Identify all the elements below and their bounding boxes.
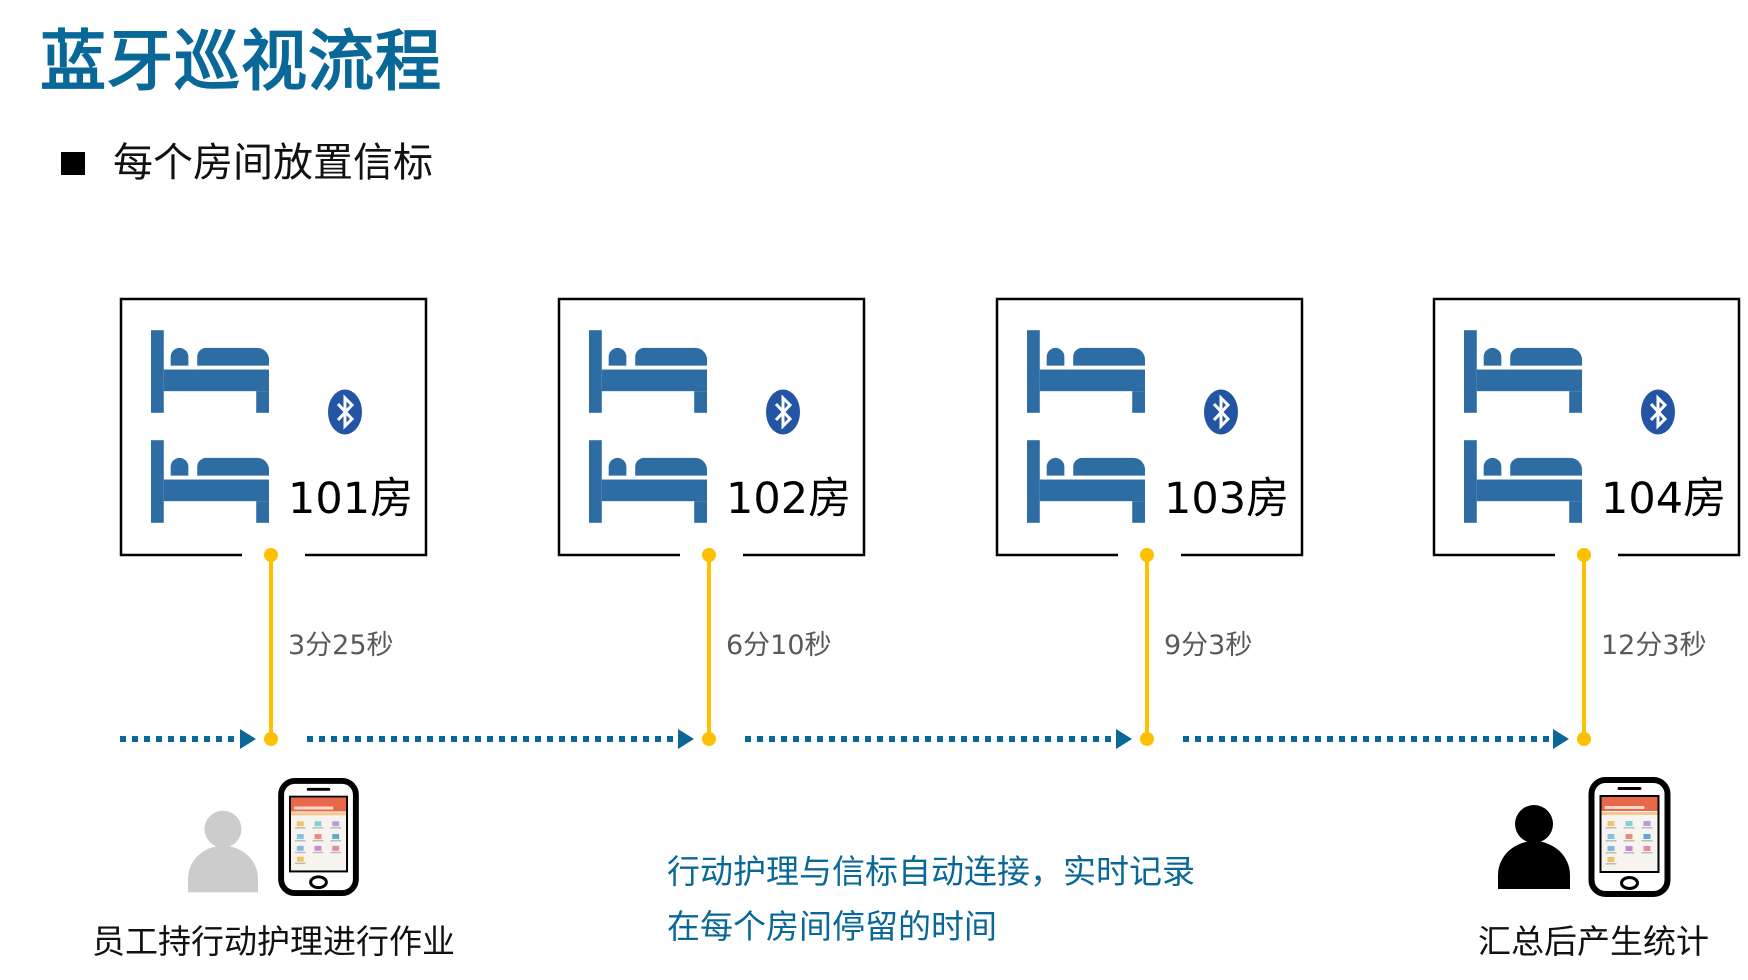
bed-icon — [589, 440, 707, 523]
room-box-3 — [995, 297, 1304, 746]
room-box-1 — [119, 297, 428, 746]
stay-time-label: 6分10秒 — [726, 630, 832, 661]
person-icon — [188, 810, 258, 893]
bed-icon — [1027, 440, 1145, 523]
admin-caption: 汇总后产生统计 — [1478, 922, 1709, 961]
stay-time-label: 3分25秒 — [288, 630, 394, 661]
timeline-dot-bottom — [264, 732, 278, 746]
mobile-phone-icon — [281, 781, 356, 893]
stay-time-label: 9分3秒 — [1164, 630, 1253, 661]
bullet-text: 每个房间放置信标 — [113, 140, 433, 186]
room-box-border — [557, 297, 866, 557]
bluetooth-beacon-icon — [327, 389, 363, 435]
timeline-dot-top — [1140, 548, 1154, 562]
timeline-dot-top — [702, 548, 716, 562]
bed-icon — [1464, 330, 1582, 413]
person-icon — [1498, 805, 1570, 889]
room-box-border — [1432, 297, 1741, 557]
bullet-square-icon — [61, 151, 85, 175]
stay-time-label: 12分3秒 — [1601, 630, 1707, 661]
timeline-dot-bottom — [1577, 732, 1591, 746]
bluetooth-beacon-icon — [765, 389, 801, 435]
flow-arrow-3 — [745, 729, 1132, 749]
bullet-item: 每个房间放置信标 — [61, 138, 433, 188]
room-box-4 — [1432, 297, 1741, 746]
bed-icon — [151, 440, 269, 523]
page-title: 蓝牙巡视流程 — [40, 23, 442, 100]
arrowhead-icon — [678, 729, 694, 749]
room-label: 101房 — [288, 474, 414, 524]
flow-arrow-1 — [120, 729, 256, 749]
room-box-border — [119, 297, 428, 557]
timeline-dot-top — [264, 548, 278, 562]
note-line-1: 行动护理与信标自动连接，实时记录 — [667, 852, 1195, 891]
flow-arrow-4 — [1183, 729, 1569, 749]
bed-icon — [589, 330, 707, 413]
room-label: 102房 — [726, 474, 852, 524]
bed-icon — [1027, 330, 1145, 413]
staff-caption: 员工持行动护理进行作业 — [92, 922, 455, 961]
mobile-phone-icon — [1592, 780, 1668, 894]
bluetooth-beacon-icon — [1640, 389, 1676, 435]
arrowhead-icon — [1116, 729, 1132, 749]
room-label: 103房 — [1164, 474, 1290, 524]
staff-group — [188, 781, 356, 893]
timeline-dot-bottom — [1140, 732, 1154, 746]
flow-arrow-2 — [307, 729, 694, 749]
note-line-2: 在每个房间停留的时间 — [667, 907, 997, 946]
room-box-2 — [557, 297, 866, 746]
timeline-dot-bottom — [702, 732, 716, 746]
bed-icon — [1464, 440, 1582, 523]
room-box-border — [995, 297, 1304, 557]
timeline-dot-top — [1577, 548, 1591, 562]
admin-group — [1498, 780, 1668, 894]
arrowhead-icon — [240, 729, 256, 749]
bed-icon — [151, 330, 269, 413]
room-label: 104房 — [1601, 474, 1727, 524]
bluetooth-beacon-icon — [1203, 389, 1239, 435]
arrowhead-icon — [1553, 729, 1569, 749]
